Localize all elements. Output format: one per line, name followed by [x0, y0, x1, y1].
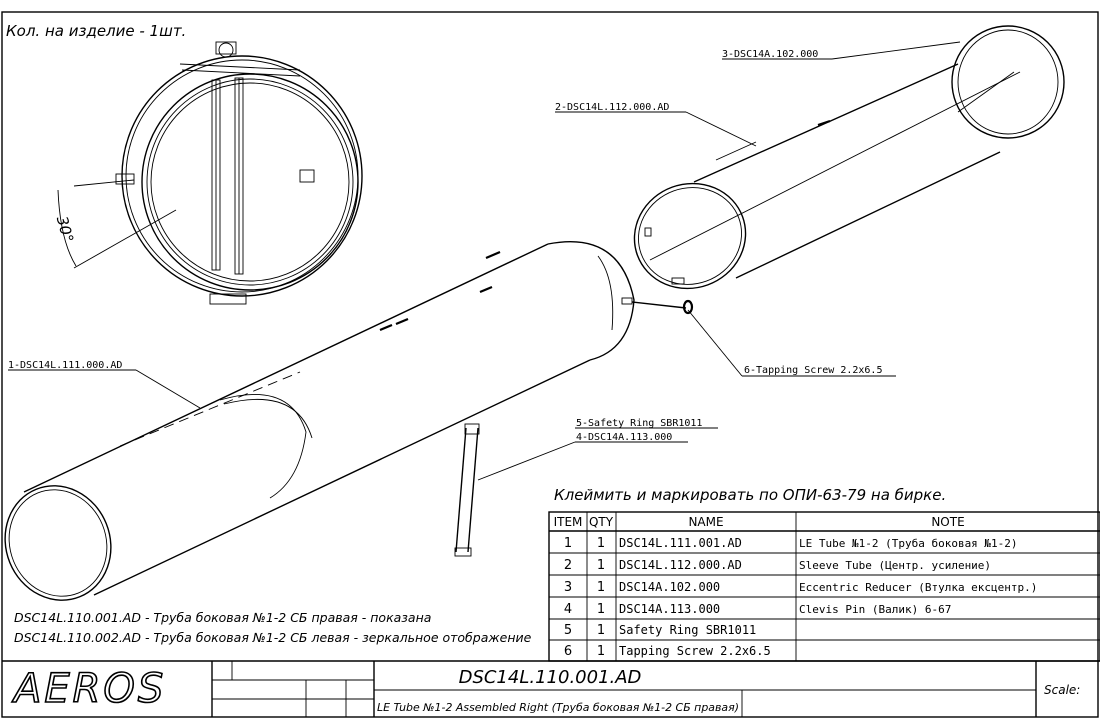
scale-label: Scale:	[1044, 683, 1080, 697]
bom-cell-name: DSC14L.112.000.AD	[619, 558, 742, 572]
bom-cell-item: 2	[564, 558, 572, 573]
callout-part2: 2-DSC14L.112.000.AD	[555, 102, 669, 113]
bom-cell-item: 6	[564, 644, 572, 659]
end-view: 30°	[53, 41, 363, 305]
bom-cell-qty: 1	[597, 580, 605, 595]
bom-cell-item: 3	[564, 580, 572, 595]
bom-cell-note: Eccentric Reducer (Втулка ексцентр.)	[799, 581, 1037, 594]
bom-cell-item: 4	[564, 602, 572, 617]
clevis-pin	[454, 423, 480, 557]
main-tube	[4, 243, 591, 601]
bom-cell-name: Safety Ring SBR1011	[619, 623, 756, 637]
bom-table: ITEM QTY NAME NOTE 1 1 DSC14L.111.001.AD…	[548, 511, 1100, 662]
tapping-screw	[621, 297, 694, 315]
bom-cell-qty: 1	[597, 644, 605, 659]
bom-header-note: NOTE	[931, 515, 964, 529]
bom-cell-name: DSC14L.111.001.AD	[619, 536, 742, 550]
callout-part4: 4-DSC14A.113.000	[576, 432, 672, 443]
bom-cell-note: LE Tube №1-2 (Труба боковая №1-2)	[799, 537, 1018, 550]
bom-header-qty: QTY	[589, 515, 614, 529]
bom-cell-item: 5	[564, 623, 572, 638]
qty-note: Кол. на изделие - 1шт.	[6, 22, 186, 40]
bom-cell-note: Sleeve Tube (Центр. усиление)	[799, 559, 991, 572]
sheet-border	[1, 11, 1099, 718]
leader-lines	[8, 41, 961, 481]
bom-cell-note: Clevis Pin (Валик) 6-67	[799, 603, 951, 616]
eccentric-reducer	[951, 25, 1065, 139]
callout-part6: 6-Tapping Screw 2.2x6.5	[744, 365, 882, 376]
tube-end-ring	[547, 240, 635, 361]
aeros-logo: AEROS	[11, 666, 166, 712]
bom-cell-item: 1	[564, 536, 572, 551]
callout-part3: 3-DSC14A.102.000	[722, 49, 818, 60]
bom-header-name: NAME	[688, 515, 723, 529]
variant-note-right: DSC14L.110.001.AD - Труба боковая №1-2 С…	[14, 610, 431, 625]
bom-cell-qty: 1	[597, 536, 605, 551]
document-title: LE Tube №1-2 Assembled Right (Труба боко…	[377, 702, 739, 714]
bom-cell-qty: 1	[597, 602, 605, 617]
bom-cell-name: Tapping Screw 2.2x6.5	[619, 644, 771, 658]
title-block	[2, 660, 1100, 717]
variant-note-left: DSC14L.110.002.AD - Труба боковая №1-2 С…	[14, 630, 532, 645]
bom-header-item: ITEM	[554, 515, 583, 529]
bom-cell-name: DSC14A.102.000	[619, 580, 720, 594]
sleeve-tube	[633, 63, 1021, 290]
bom-cell-name: DSC14A.113.000	[619, 602, 720, 616]
marking-note: Клеймить и маркировать по ОПИ-63-79 на б…	[554, 486, 946, 504]
angle-dimension: 30°	[53, 214, 77, 244]
callout-part1: 1-DSC14L.111.000.AD	[8, 360, 122, 371]
bom-cell-qty: 1	[597, 558, 605, 573]
bom-cell-qty: 1	[597, 623, 605, 638]
callout-part5: 5-Safety Ring SBR1011	[576, 418, 702, 429]
document-number: DSC14L.110.001.AD	[459, 667, 642, 688]
